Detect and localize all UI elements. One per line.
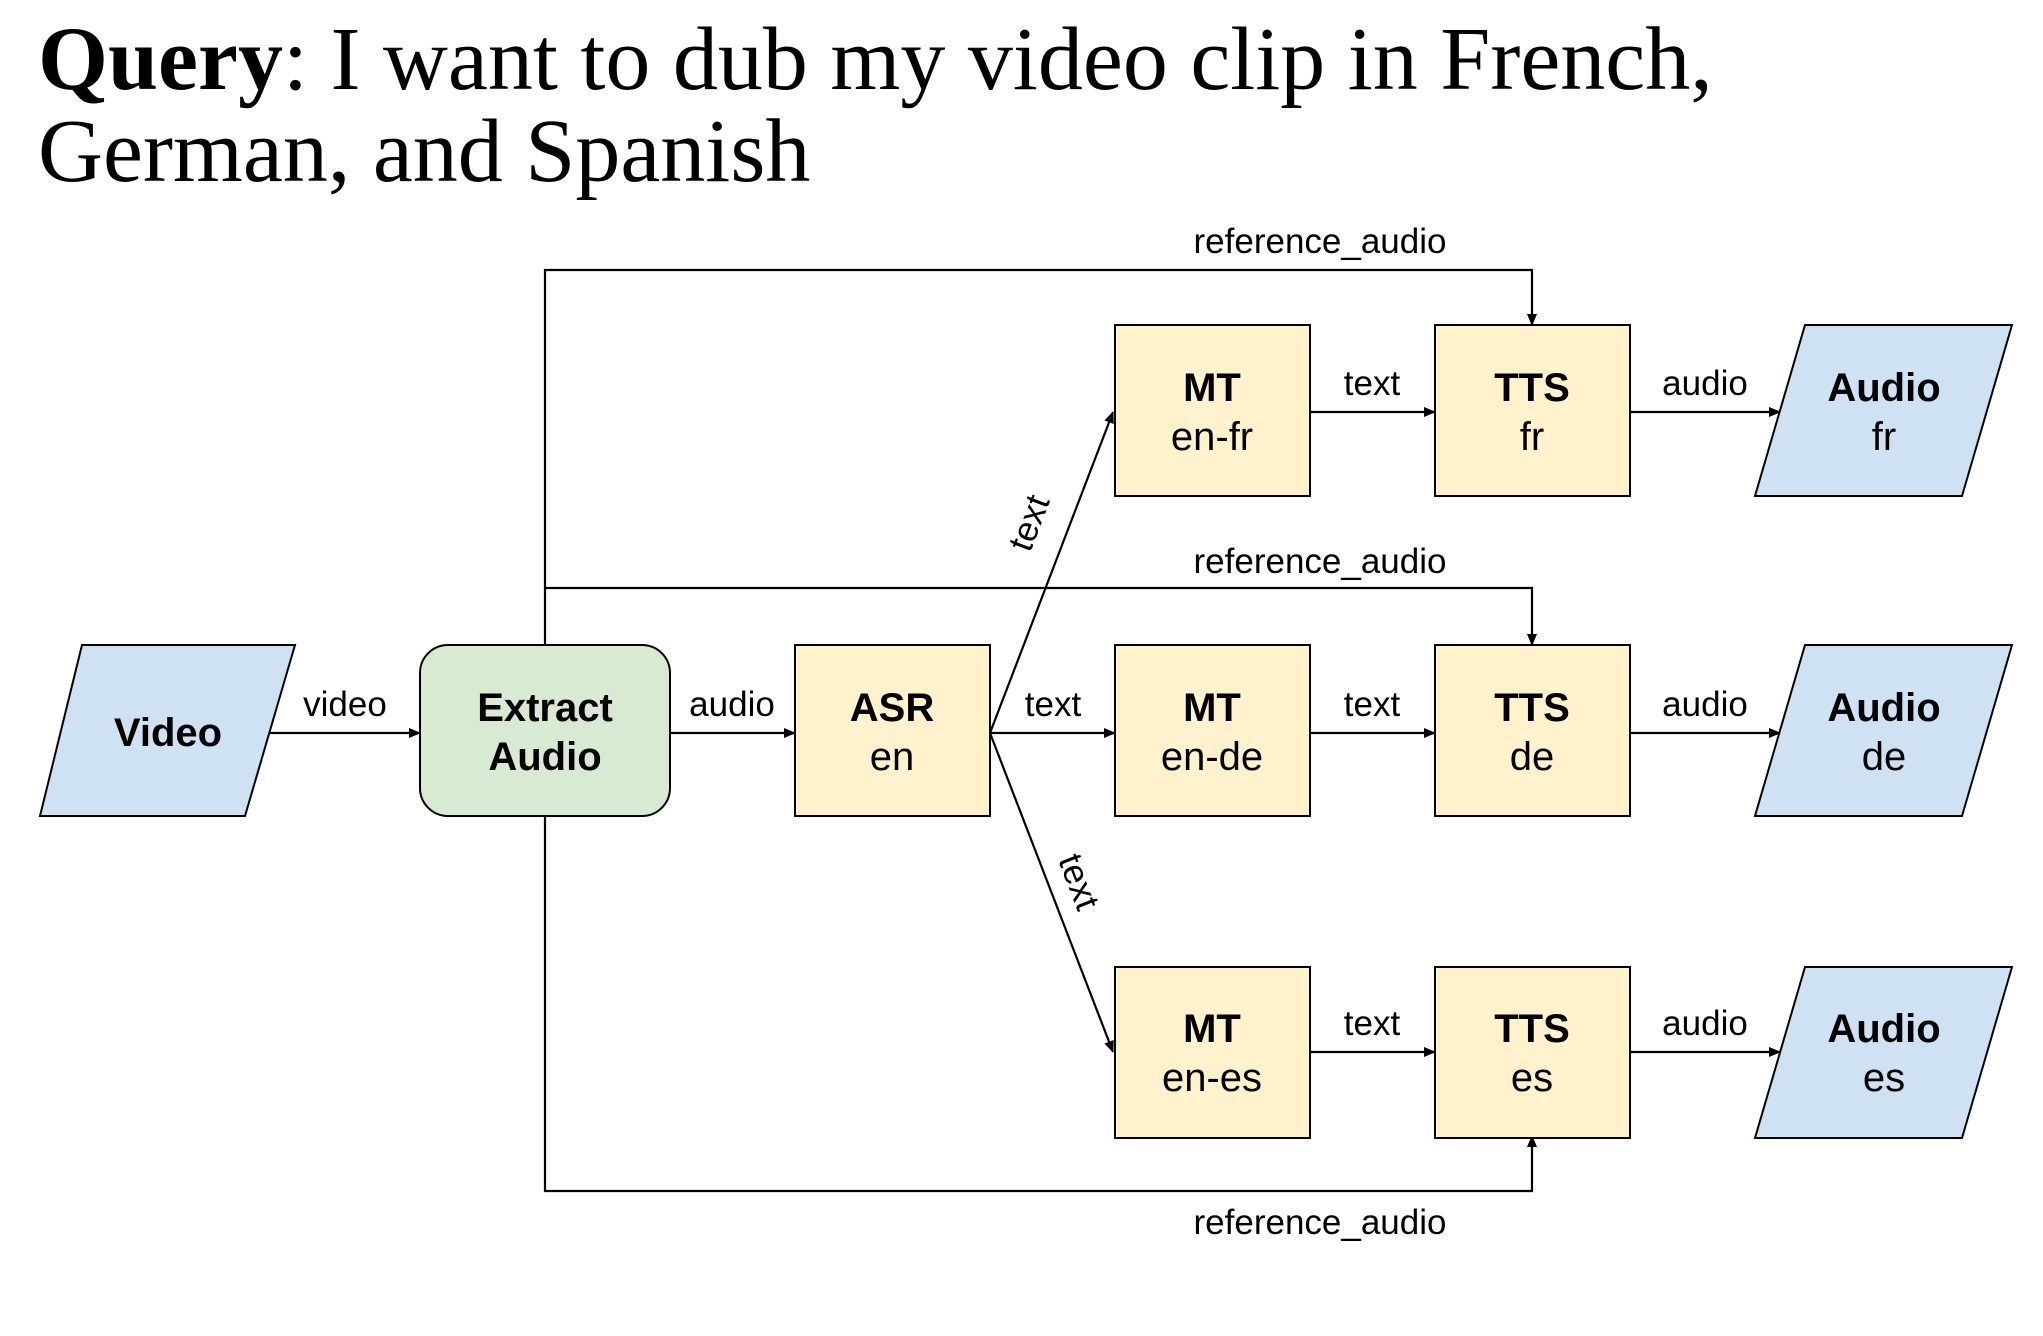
extract-title-line2: Audio [488,735,601,779]
node-asr: ASR en [794,644,991,817]
nodes: Video Extract Audio ASR en MT en-fr MT e… [38,324,2014,1139]
edge-ref-fr [543,268,1537,645]
audio-es-shape [1753,966,2014,1139]
edge-label-tts-audio-es: audio [1662,1004,1748,1043]
edge-label-ref-de: reference_audio [1194,542,1447,581]
audio-de-sub: de [1862,735,1907,779]
asr-title: ASR [850,686,935,730]
audio-fr-title: Audio [1827,366,1940,410]
edge-label-text-es: text [1050,849,1107,916]
edge-ref-es [543,816,1537,1193]
node-audio-fr: Audio fr [1753,324,2014,497]
node-video: Video [38,644,297,817]
edge-asr-mt-es [988,732,1115,1053]
edge-ref-de [545,586,1537,646]
audio-fr-shape [1753,324,2014,497]
edges: video audio text text text text text tex… [270,222,1781,1242]
tts-de-shape [1434,644,1631,817]
tts-fr-sub: fr [1520,415,1544,459]
edge-asr-mt-fr [988,411,1115,734]
node-audio-de: Audio de [1753,644,2014,817]
mt-de-sub: en-de [1161,735,1263,779]
edge-label-text-de: text [1025,685,1082,724]
mt-de-shape [1114,644,1311,817]
node-tts-fr: TTS fr [1434,324,1631,497]
tts-es-title: TTS [1494,1007,1570,1051]
node-audio-es: Audio es [1753,966,2014,1139]
audio-de-title: Audio [1827,686,1940,730]
tts-fr-shape [1434,324,1631,497]
edge-label-mt-tts-de: text [1344,685,1401,724]
video-title: Video [114,711,222,755]
query-heading: Query: I want to dub my video clip in Fr… [38,14,2028,198]
edge-label-mt-tts-fr: text [1344,364,1401,403]
audio-es-title: Audio [1827,1007,1940,1051]
node-extract-audio: Extract Audio [419,644,671,817]
tts-fr-title: TTS [1494,366,1570,410]
edge-label-ref-es: reference_audio [1194,1203,1447,1242]
node-mt-es: MT en-es [1114,966,1311,1139]
edge-label-ref-fr: reference_audio [1194,222,1447,261]
query-text: : I want to dub my video clip in French,… [38,10,1713,201]
edge-label-audio-extract: audio [689,685,775,724]
edge-label-tts-audio-fr: audio [1662,364,1748,403]
audio-fr-sub: fr [1872,415,1896,459]
extract-shape [419,644,671,817]
node-mt-fr: MT en-fr [1114,324,1311,497]
node-tts-de: TTS de [1434,644,1631,817]
query-label: Query [38,10,283,109]
video-shape [38,644,297,817]
edge-label-video: video [303,685,387,724]
mt-fr-shape [1114,324,1311,497]
asr-shape [794,644,991,817]
mt-de-title: MT [1183,686,1241,730]
tts-es-sub: es [1511,1056,1553,1100]
mt-fr-sub: en-fr [1171,415,1253,459]
mt-es-title: MT [1183,1007,1241,1051]
edge-label-mt-tts-es: text [1344,1004,1401,1043]
node-mt-de: MT en-de [1114,644,1311,817]
audio-de-shape [1753,644,2014,817]
asr-sub: en [870,735,915,779]
mt-fr-title: MT [1183,366,1241,410]
tts-es-shape [1434,966,1631,1139]
extract-title-line1: Extract [477,686,613,730]
node-tts-es: TTS es [1434,966,1631,1139]
tts-de-title: TTS [1494,686,1570,730]
audio-es-sub: es [1863,1056,1905,1100]
mt-es-shape [1114,966,1311,1139]
mt-es-sub: en-es [1162,1056,1262,1100]
tts-de-sub: de [1510,735,1555,779]
edge-label-tts-audio-de: audio [1662,685,1748,724]
edge-label-text-fr: text [1001,489,1058,556]
